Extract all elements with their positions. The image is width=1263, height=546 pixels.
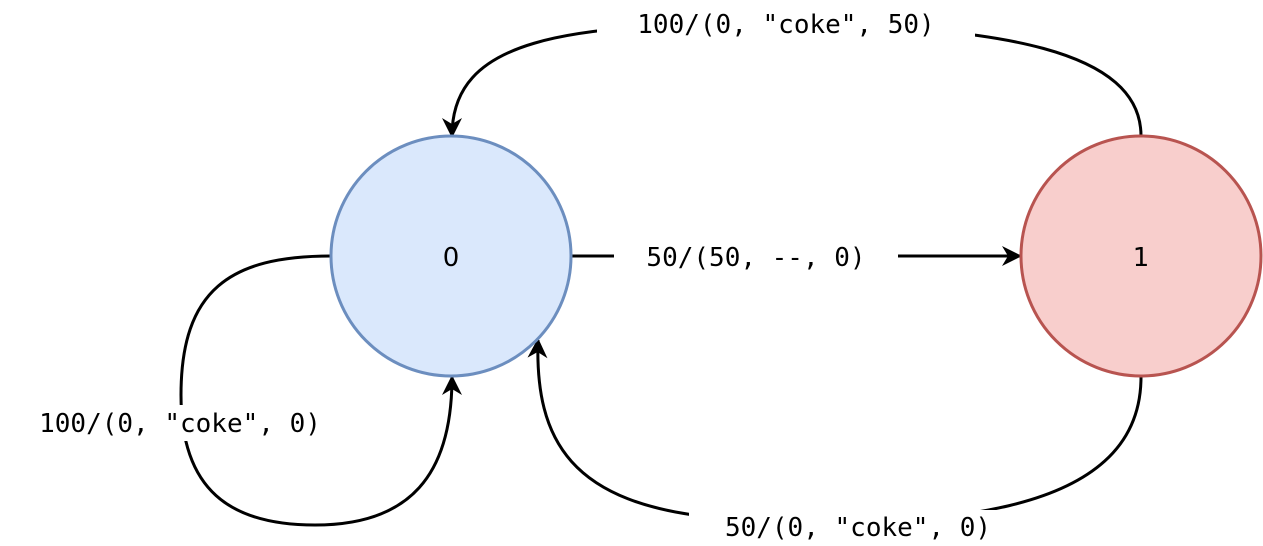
transition-1-to-0-top-label-bg	[597, 6, 975, 42]
transition-0-to-1-label-bg	[614, 239, 898, 275]
transition-1-to-0-bottom-line	[527, 338, 1143, 524]
transition-1-to-0-bottom-label: 50/(0, "coke", 0)	[725, 513, 991, 543]
state-1-circle	[1019, 134, 1263, 378]
state-0-label: 0	[443, 243, 460, 273]
transition-0-to-1: 50/(50, --, 0)	[572, 239, 1022, 275]
transition-0-self-loop-line	[179, 254, 462, 527]
transition-0-to-1-label: 50/(50, --, 0)	[646, 243, 865, 273]
state-0-node: 0	[329, 134, 573, 378]
transition-1-to-0-bottom-label-bg	[689, 510, 1027, 546]
transition-0-self-loop-label-bg	[2, 405, 360, 441]
transition-0-self-loop: 100/(0, "coke", 0)	[2, 254, 462, 527]
state-1-label: 1	[1133, 243, 1150, 273]
transition-1-to-0-top-label: 100/(0, "coke", 50)	[637, 10, 934, 40]
transition-1-to-0-top: 100/(0, "coke", 50)	[442, 6, 1143, 138]
transition-0-self-loop-label: 100/(0, "coke", 0)	[39, 409, 321, 439]
state-0-circle	[329, 134, 573, 378]
transition-1-to-0-bottom: 50/(0, "coke", 0)	[527, 338, 1143, 546]
state-1-node: 1	[1019, 134, 1263, 378]
